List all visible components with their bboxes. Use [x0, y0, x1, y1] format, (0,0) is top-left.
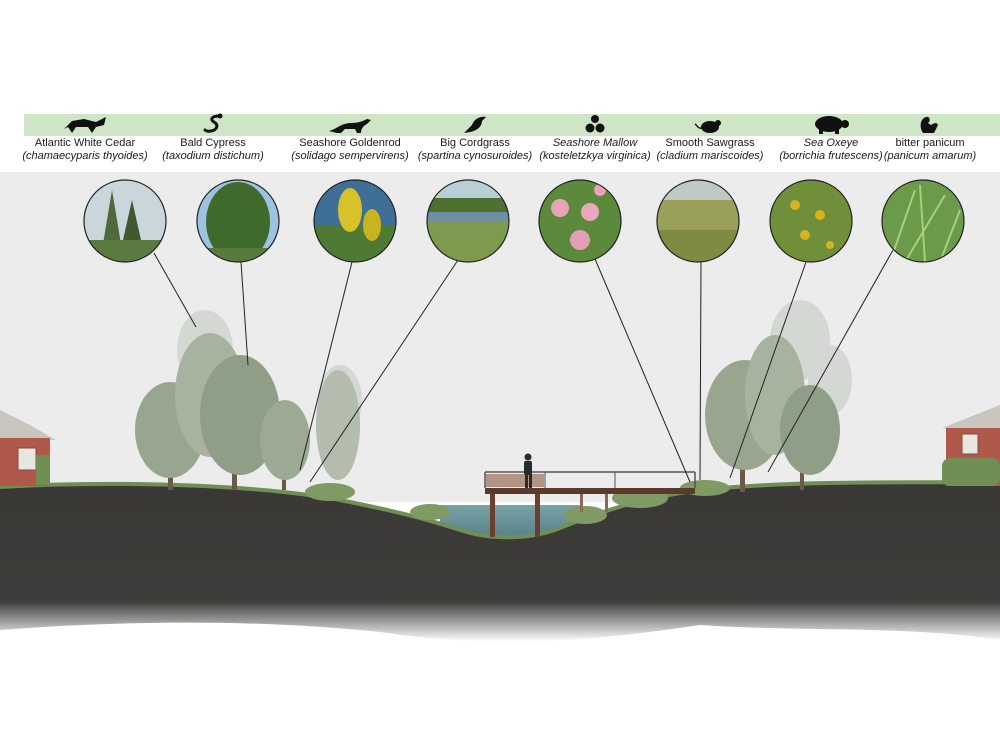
photo-bald-cypress	[196, 179, 280, 263]
species-column-bald-cypress: Bald Cypress (taxodium distichum)	[148, 112, 278, 163]
species-common-name: Smooth Sawgrass	[665, 137, 755, 149]
photo-big-cordgrass	[426, 179, 510, 263]
leader-lines	[153, 249, 894, 483]
tree-cluster-left	[135, 333, 360, 490]
species-common-name: Sea Oxeye	[803, 137, 859, 149]
species-column-big-cordgrass: Big Cordgrass (spartina cynosuroides)	[410, 112, 540, 163]
species-scientific-name: (borrichia frutescens)	[779, 150, 883, 162]
species-column-atlantic-white-cedar: Atlantic White Cedar (chamaecyparis thyo…	[20, 112, 150, 163]
species-scientific-name: (taxodium distichum)	[162, 150, 264, 162]
photo-atlantic-white-cedar	[83, 179, 167, 263]
species-column-sea-oxeye: Sea Oxeye (borrichia frutescens)	[766, 112, 896, 163]
species-column-smooth-sawgrass: Smooth Sawgrass (cladium mariscoides)	[645, 112, 775, 163]
species-column-bitter-panicum: bitter panicum (panicum amarum)	[865, 112, 995, 163]
grass-edge	[0, 480, 1000, 540]
photo-seashore-goldenrod	[313, 179, 397, 263]
species-scientific-name: (spartina cynosuroides)	[417, 150, 533, 162]
species-column-seashore-mallow: Seashore Mallow (kosteletzkya virginica)	[530, 112, 660, 163]
soil-section	[0, 482, 1000, 642]
bee-icon	[530, 112, 660, 136]
turtle-icon	[766, 112, 896, 136]
species-scientific-name: (cladium mariscoides)	[656, 150, 764, 162]
species-scientific-name: (solidago sempervirens)	[291, 150, 409, 162]
photo-smooth-sawgrass	[656, 179, 740, 263]
species-common-name: bitter panicum	[895, 137, 965, 149]
species-common-name: Seashore Mallow	[552, 137, 638, 149]
species-scientific-name: (panicum amarum)	[883, 150, 977, 162]
species-common-name: Atlantic White Cedar	[34, 137, 136, 149]
raccoon-icon	[20, 112, 150, 136]
otter-icon	[285, 112, 415, 136]
species-scientific-name: (kosteletzkya virginica)	[539, 150, 651, 162]
species-common-name: Seashore Goldenrod	[299, 137, 401, 149]
tree-cluster-right	[705, 335, 840, 492]
person-figure	[524, 453, 532, 488]
mouse-icon	[645, 112, 775, 136]
species-scientific-name: (chamaecyparis thyoides)	[22, 150, 148, 162]
squirrel-icon	[865, 112, 995, 136]
house-left	[0, 410, 56, 486]
species-header-band	[24, 114, 1000, 136]
species-column-seashore-goldenrod: Seashore Goldenrod (solidago semperviren…	[285, 112, 415, 163]
species-common-name: Bald Cypress	[180, 137, 246, 149]
photo-bitter-panicum	[881, 179, 965, 263]
photo-sea-oxeye	[769, 179, 853, 263]
house-right	[942, 405, 1000, 486]
photo-seashore-mallow	[538, 179, 622, 263]
boardwalk-dock	[484, 471, 696, 537]
bird-icon	[410, 112, 540, 136]
species-common-name: Big Cordgrass	[440, 137, 510, 149]
snake-icon	[148, 112, 278, 136]
